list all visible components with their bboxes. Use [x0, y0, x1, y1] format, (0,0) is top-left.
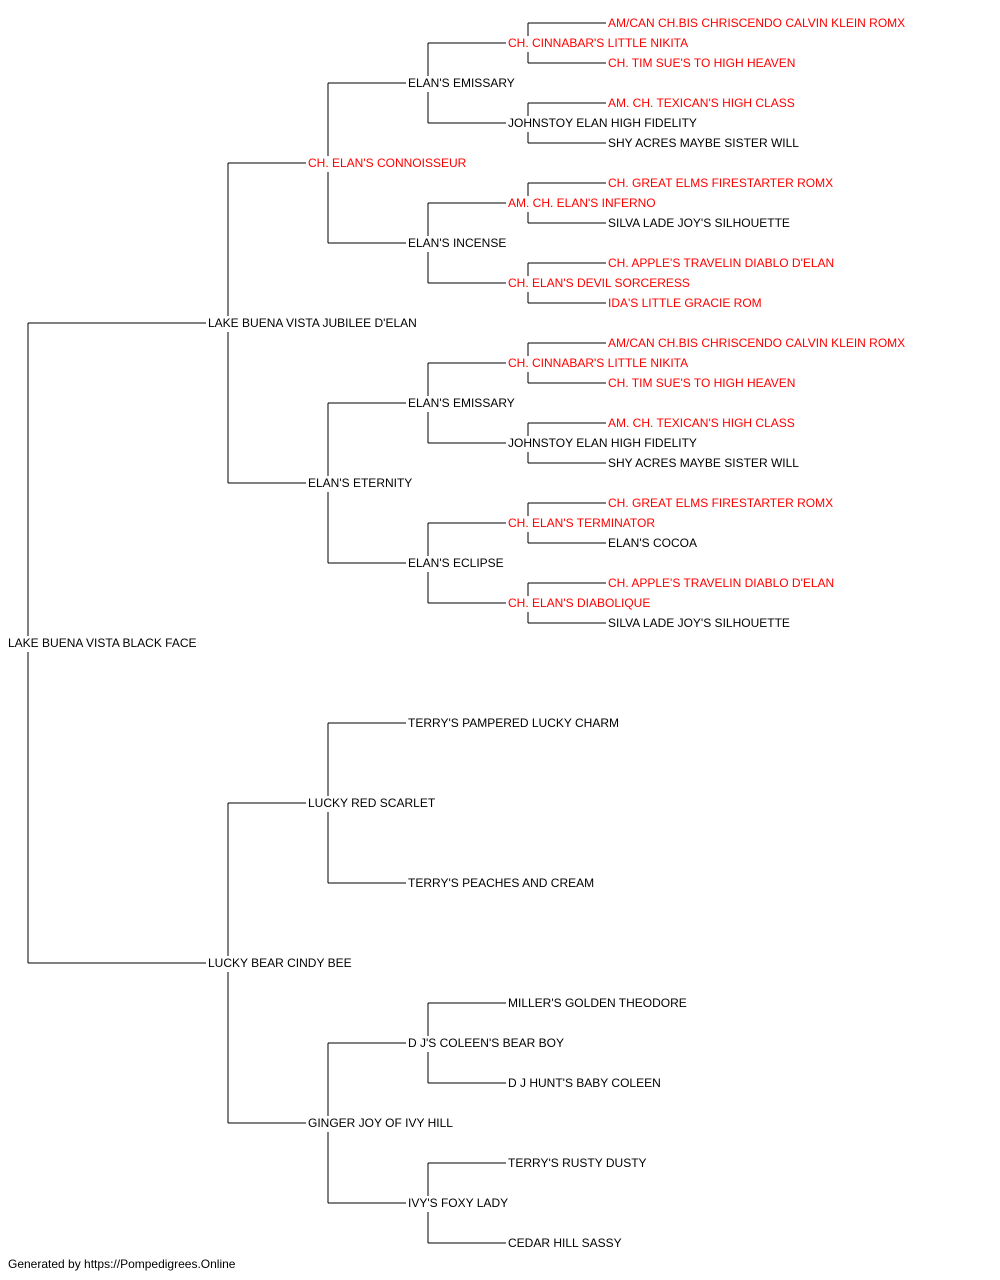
pedigree-node-silva-lade-joy-s-silhouette: SILVA LADE JOY'S SILHOUETTE — [608, 616, 792, 630]
pedigree-node-elan-s-incense: ELAN'S INCENSE — [408, 236, 509, 250]
pedigree-node-shy-acres-maybe-sister-will: SHY ACRES MAYBE SISTER WILL — [608, 456, 801, 470]
pedigree-node-ida-s-little-gracie-rom: IDA'S LITTLE GRACIE ROM — [608, 296, 764, 310]
pedigree-node-terry-s-pampered-lucky-charm: TERRY'S PAMPERED LUCKY CHARM — [408, 716, 622, 730]
pedigree-node-ginger-joy-of-ivy-hill: GINGER JOY OF IVY HILL — [308, 1116, 455, 1130]
pedigree-node-am-ch-texican-s-high-class: AM. CH. TEXICAN'S HIGH CLASS — [608, 416, 797, 430]
pedigree-node-ch-elan-s-diabolique: CH. ELAN'S DIABOLIQUE — [508, 596, 653, 610]
pedigree-node-ivy-s-foxy-lady: IVY'S FOXY LADY — [408, 1196, 511, 1210]
pedigree-node-am-can-ch-bis-chriscendo-calvin-klein-romx: AM/CAN CH.BIS CHRISCENDO CALVIN KLEIN RO… — [608, 16, 908, 30]
pedigree-node-am-ch-elan-s-inferno: AM. CH. ELAN'S INFERNO — [508, 196, 658, 210]
pedigree-node-lucky-bear-cindy-bee: LUCKY BEAR CINDY BEE — [208, 956, 354, 970]
pedigree-node-d-j-s-coleen-s-bear-boy: D J'S COLEEN'S BEAR BOY — [408, 1036, 566, 1050]
pedigree-node-shy-acres-maybe-sister-will: SHY ACRES MAYBE SISTER WILL — [608, 136, 801, 150]
pedigree-node-lake-buena-vista-black-face: LAKE BUENA VISTA BLACK FACE — [8, 636, 199, 650]
pedigree-node-miller-s-golden-theodore: MILLER'S GOLDEN THEODORE — [508, 996, 689, 1010]
pedigree-node-ch-tim-sue-s-to-high-heaven: CH. TIM SUE'S TO HIGH HEAVEN — [608, 56, 798, 70]
pedigree-node-johnstoy-elan-high-fidelity: JOHNSTOY ELAN HIGH FIDELITY — [508, 116, 699, 130]
pedigree-node-ch-great-elms-firestarter-romx: CH. GREAT ELMS FIRESTARTER ROMX — [608, 496, 836, 510]
pedigree-node-d-j-hunt-s-baby-coleen: D J HUNT'S BABY COLEEN — [508, 1076, 663, 1090]
pedigree-node-lucky-red-scarlet: LUCKY RED SCARLET — [308, 796, 438, 810]
pedigree-node-elan-s-eternity: ELAN'S ETERNITY — [308, 476, 415, 490]
pedigree-node-lake-buena-vista-jubilee-d-elan: LAKE BUENA VISTA JUBILEE D'ELAN — [208, 316, 419, 330]
pedigree-node-am-ch-texican-s-high-class: AM. CH. TEXICAN'S HIGH CLASS — [608, 96, 797, 110]
pedigree-node-silva-lade-joy-s-silhouette: SILVA LADE JOY'S SILHOUETTE — [608, 216, 792, 230]
pedigree-node-ch-great-elms-firestarter-romx: CH. GREAT ELMS FIRESTARTER ROMX — [608, 176, 836, 190]
pedigree-node-ch-cinnabar-s-little-nikita: CH. CINNABAR'S LITTLE NIKITA — [508, 356, 691, 370]
pedigree-node-elan-s-emissary: ELAN'S EMISSARY — [408, 396, 517, 410]
pedigree-node-ch-cinnabar-s-little-nikita: CH. CINNABAR'S LITTLE NIKITA — [508, 36, 691, 50]
pedigree-node-ch-apple-s-travelin-diablo-d-elan: CH. APPLE'S TRAVELIN DIABLO D'ELAN — [608, 256, 837, 270]
pedigree-node-terry-s-peaches-and-cream: TERRY'S PEACHES AND CREAM — [408, 876, 597, 890]
pedigree-node-elan-s-emissary: ELAN'S EMISSARY — [408, 76, 517, 90]
pedigree-node-ch-apple-s-travelin-diablo-d-elan: CH. APPLE'S TRAVELIN DIABLO D'ELAN — [608, 576, 837, 590]
pedigree-node-cedar-hill-sassy: CEDAR HILL SASSY — [508, 1236, 624, 1250]
pedigree-node-ch-elan-s-terminator: CH. ELAN'S TERMINATOR — [508, 516, 657, 530]
pedigree-node-ch-elan-s-connoisseur: CH. ELAN'S CONNOISSEUR — [308, 156, 469, 170]
pedigree-node-elan-s-eclipse: ELAN'S ECLIPSE — [408, 556, 506, 570]
generated-by-footer: Generated by https://Pompedigrees.Online — [8, 1257, 236, 1271]
pedigree-node-ch-elan-s-devil-sorceress: CH. ELAN'S DEVIL SORCERESS — [508, 276, 692, 290]
pedigree-node-ch-tim-sue-s-to-high-heaven: CH. TIM SUE'S TO HIGH HEAVEN — [608, 376, 798, 390]
pedigree-node-am-can-ch-bis-chriscendo-calvin-klein-romx: AM/CAN CH.BIS CHRISCENDO CALVIN KLEIN RO… — [608, 336, 908, 350]
pedigree-node-terry-s-rusty-dusty: TERRY'S RUSTY DUSTY — [508, 1156, 649, 1170]
pedigree-node-elan-s-cocoa: ELAN'S COCOA — [608, 536, 699, 550]
pedigree-node-johnstoy-elan-high-fidelity: JOHNSTOY ELAN HIGH FIDELITY — [508, 436, 699, 450]
